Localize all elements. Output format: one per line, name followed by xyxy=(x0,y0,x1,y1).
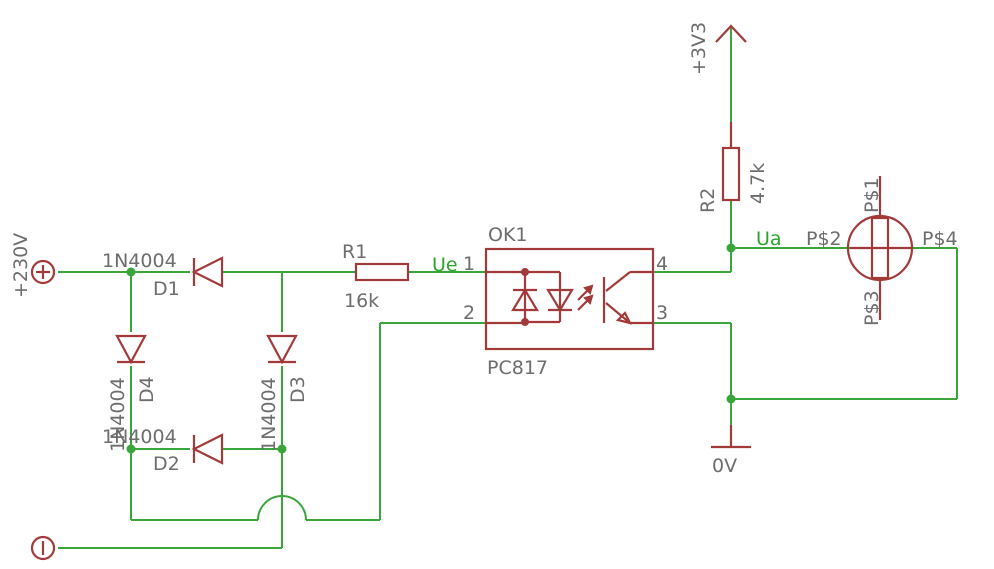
optocoupler-ok1-symbol xyxy=(484,247,655,351)
diode-d3-name: D3 xyxy=(287,376,309,403)
diode-d2-value: 1N4004 xyxy=(102,426,177,448)
vcc-arrow-icon xyxy=(715,24,747,43)
resistor-r1-name: R1 xyxy=(342,241,367,263)
diode-d4-symbol xyxy=(115,334,147,365)
supply-plus-label: +230V xyxy=(10,233,32,298)
diode-d1-value: 1N4004 xyxy=(102,250,177,272)
resistor-r1-symbol xyxy=(354,262,410,282)
resistor-r2-symbol xyxy=(721,146,741,202)
net-label-ue: Ue xyxy=(432,254,458,276)
junction-dot xyxy=(726,243,736,253)
net-label-ua: Ua xyxy=(756,228,782,250)
junction-dot xyxy=(277,444,287,454)
wires xyxy=(58,28,958,549)
connector-pin-p3: P$3 xyxy=(861,290,883,326)
connector-pin-p2: P$2 xyxy=(806,228,842,250)
junction-dot xyxy=(726,394,736,404)
ground-symbol-icon xyxy=(711,425,751,449)
junction-dot xyxy=(126,267,136,277)
diode-d4-value: 1N4004 xyxy=(107,377,129,452)
resistor-r2-value: 4.7k xyxy=(747,163,769,204)
diode-d2-symbol xyxy=(191,433,224,465)
diode-d4-name: D4 xyxy=(136,376,158,403)
optocoupler-pin-2: 2 xyxy=(463,302,475,324)
junction-dot xyxy=(126,444,136,454)
junctions xyxy=(126,243,736,454)
resistor-r2-name: R2 xyxy=(697,188,719,213)
connector-pin-p1: P$1 xyxy=(861,177,883,213)
resistor-r1-value: 16k xyxy=(344,290,379,312)
diode-d3-value: 1N4004 xyxy=(258,377,280,452)
optocoupler-pin-3: 3 xyxy=(656,302,668,324)
ground-label: 0V xyxy=(712,455,737,477)
optocoupler-ok1-name: OK1 xyxy=(488,224,528,246)
diode-d1-name: D1 xyxy=(153,278,180,300)
optocoupler-ok1-value: PC817 xyxy=(487,357,548,379)
vcc-label: +3V3 xyxy=(688,22,710,75)
optocoupler-pin-4: 4 xyxy=(656,253,668,275)
minus-terminal-icon xyxy=(30,535,56,561)
diode-d1-symbol xyxy=(191,256,224,288)
plus-terminal-icon xyxy=(30,259,56,285)
connector-symbol xyxy=(846,176,914,320)
optocoupler-pin-1: 1 xyxy=(463,253,475,275)
diode-d2-name: D2 xyxy=(153,453,180,475)
diode-d3-symbol xyxy=(266,334,298,365)
connector-pin-p4: P$4 xyxy=(922,228,958,250)
